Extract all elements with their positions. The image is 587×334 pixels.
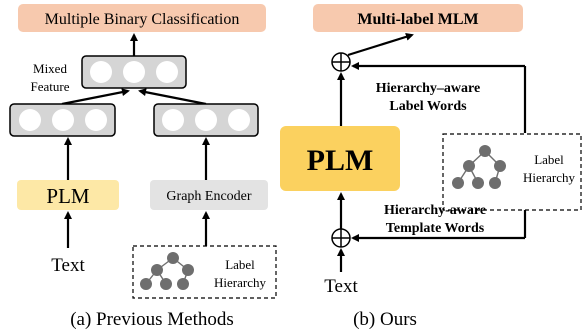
left-output-box bbox=[18, 4, 266, 32]
graph-feature-node bbox=[228, 109, 250, 131]
plm-feature-node bbox=[52, 109, 74, 131]
right-output-label: Multi-label MLM bbox=[357, 11, 478, 28]
plm-feature-node bbox=[85, 109, 107, 131]
left-hierarchy-label-line1: Label bbox=[225, 257, 255, 272]
label-words-line1: Hierarchy–aware bbox=[376, 81, 480, 96]
right-hierarchy-label-line2: Hierarchy bbox=[523, 170, 575, 185]
arrow-right-feature-to-mixed bbox=[138, 88, 207, 106]
left-plm-box bbox=[17, 180, 119, 210]
mixed-feature-node bbox=[123, 61, 145, 83]
mixed-feature-node bbox=[156, 61, 178, 83]
right-tree-icon bbox=[452, 145, 506, 189]
left-hierarchy-box bbox=[132, 245, 277, 299]
right-caption: (b) Ours bbox=[353, 309, 417, 330]
template-words-line2: Template Words bbox=[386, 221, 485, 236]
right-plm-box bbox=[280, 126, 400, 191]
arrow-plus-to-output bbox=[347, 32, 414, 57]
graph-encoder-box bbox=[150, 180, 268, 210]
graph-feature-node bbox=[162, 109, 184, 131]
left-output-label: Multiple Binary Classification bbox=[45, 11, 240, 28]
mixed-feature-node bbox=[90, 61, 112, 83]
graph-encoder-label: Graph Encoder bbox=[166, 189, 251, 204]
left-caption: (a) Previous Methods bbox=[70, 309, 234, 330]
template-words-line1: Hierarchy-aware bbox=[384, 203, 486, 218]
left-hierarchy-label-line2: Hierarchy bbox=[214, 275, 266, 290]
right-hierarchy-label-line1: Label bbox=[534, 152, 564, 167]
right-hierarchy-box bbox=[442, 133, 582, 211]
left-tree-icon bbox=[140, 252, 194, 290]
right-plm-label: PLM bbox=[307, 144, 374, 177]
arrow-left-feature-to-mixed bbox=[61, 88, 130, 106]
plm-feature-node bbox=[19, 109, 41, 131]
right-output-box bbox=[313, 4, 523, 32]
mixed-feature-label-line2: Feature bbox=[31, 79, 70, 94]
label-words-line2: Label Words bbox=[389, 99, 467, 114]
left-text-label: Text bbox=[51, 255, 85, 276]
right-text-label: Text bbox=[324, 276, 358, 297]
mixed-feature-label-line1: Mixed bbox=[33, 61, 67, 76]
left-plm-label: PLM bbox=[46, 184, 90, 208]
left-panel: Multiple Binary Classification Mixed Fea… bbox=[9, 4, 277, 330]
right-panel: Multi-label MLM Hierarchy–aware Label Wo… bbox=[280, 4, 582, 330]
graph-feature-node bbox=[195, 109, 217, 131]
